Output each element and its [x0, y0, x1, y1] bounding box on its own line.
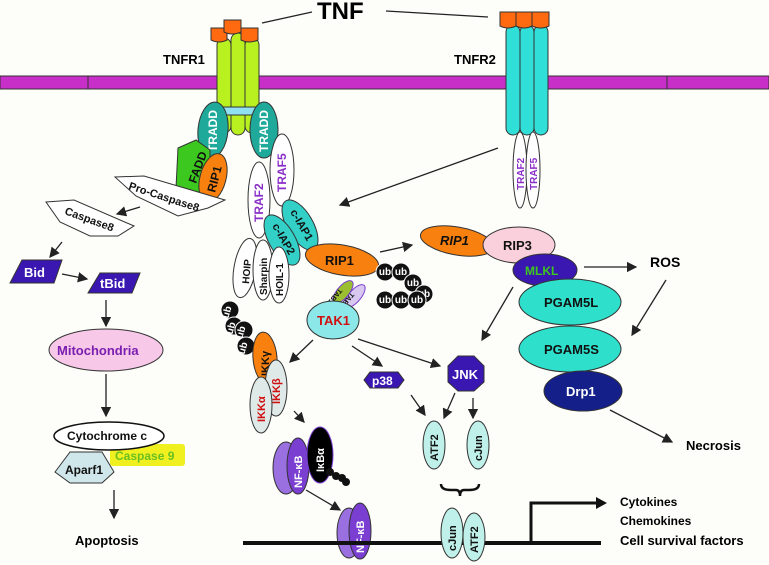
svg-text:ATF2: ATF2 [429, 434, 441, 461]
dimer-brace [439, 483, 481, 497]
svg-text:RIP1: RIP1 [440, 233, 469, 248]
svg-text:Mitochondria: Mitochondria [57, 343, 139, 358]
ubiquitin-label: ub [235, 325, 249, 340]
cjun: cJun [466, 420, 490, 470]
ubiquitin-label: ub [407, 278, 419, 289]
cytochrome-c: Cytochrome c [53, 421, 165, 451]
mitochondria: Mitochondria [48, 328, 164, 372]
jnk: JNK [447, 355, 485, 392]
ubiquitin [391, 262, 411, 282]
svg-text:Drp1: Drp1 [566, 384, 596, 399]
hoil1: HOIL-1 [268, 246, 290, 304]
svg-text:RIP3: RIP3 [503, 238, 532, 253]
svg-text:Caspase 9: Caspase 9 [115, 449, 175, 463]
svg-text:JNK: JNK [452, 367, 479, 382]
pgam5l: PGAM5L [518, 278, 622, 326]
arrows [49, 147, 674, 520]
svg-text:RIP1: RIP1 [204, 164, 225, 194]
ubiquitin-label: ub [379, 267, 391, 278]
svg-text:cJun: cJun [473, 435, 485, 461]
bid: Bid [9, 259, 63, 284]
svg-text:TRADD: TRADD [257, 110, 271, 152]
nfkb-ikba-complex: NF-κB IκBα [272, 426, 350, 495]
aparf1: Aparf1 [54, 451, 115, 484]
ubiquitin-label: ub [221, 305, 235, 320]
gene-output-cytokines: Cytokines [620, 495, 678, 509]
svg-text:TRAF5: TRAF5 [275, 153, 289, 192]
tnf-line-right [385, 10, 489, 18]
tradd-left: TRADD [197, 101, 229, 159]
traf2-tnfr2: TRAF2 [512, 131, 528, 209]
svg-text:IKKα: IKKα [256, 396, 268, 422]
svg-text:TRAF2: TRAF2 [516, 157, 527, 190]
tnfr1-receptor [210, 19, 260, 136]
traf5-tnfr2: TRAF5 [525, 131, 541, 209]
gene-output-chemokines: Chemokines [620, 514, 692, 528]
atf2: ATF2 [422, 420, 446, 470]
cjun-atf2-dna: cJun ATF2 [440, 507, 486, 562]
svg-text:RIP1: RIP1 [325, 253, 354, 268]
tnfr1-label: TNFR1 [163, 52, 205, 67]
traf2: TRAF2 [247, 161, 271, 239]
nfkb-nuclear: NF-κB [336, 502, 372, 560]
tnfr2-receptor [499, 11, 550, 136]
svg-text:Aparf1: Aparf1 [65, 463, 103, 477]
ubiquitin-label: ub [395, 295, 407, 306]
ros-label: ROS [650, 254, 680, 270]
svg-text:HOIP: HOIP [241, 259, 254, 285]
necrosis-label: Necrosis [686, 438, 741, 453]
tbid: tBid [87, 272, 141, 294]
ikka: IKKα [249, 376, 273, 434]
svg-text:NF-κB: NF-κB [355, 521, 367, 553]
hoip: HOIP [232, 237, 258, 299]
svg-text:tBid: tBid [100, 276, 125, 291]
svg-text:TRAF5: TRAF5 [529, 157, 540, 190]
svg-text:PGAM5S: PGAM5S [544, 342, 599, 357]
drp1: Drp1 [543, 370, 623, 412]
svg-text:ATF2: ATF2 [469, 526, 481, 553]
svg-text:TRAF2: TRAF2 [252, 183, 266, 222]
svg-text:IKKβ: IKKβ [271, 378, 283, 404]
ubiquitin [407, 290, 427, 310]
caspase8: Caspase8 [45, 199, 136, 237]
traf5: TRAF5 [269, 133, 295, 207]
tnfr2-label: TNFR2 [454, 52, 496, 67]
ubiquitin-label: ub [395, 267, 407, 278]
svg-text:NF-κB: NF-κB [293, 456, 305, 488]
ubiquitin-label: ub [237, 341, 251, 356]
rip1-complex2: RIP1 [198, 153, 228, 203]
tak1: TAK1 [306, 300, 360, 340]
svg-text:MLKL: MLKL [525, 264, 558, 278]
ubiquitin-label: ub [411, 295, 423, 306]
rip1-necrosome: RIP1 [419, 225, 495, 257]
svg-text:PGAM5L: PGAM5L [544, 295, 598, 310]
ubiquitin-label: ub [379, 295, 391, 306]
svg-text:TAK1: TAK1 [317, 313, 350, 328]
tnf-line-left [261, 11, 313, 24]
svg-text:Cytochrome c: Cytochrome c [67, 429, 147, 443]
tnf-label: TNF [317, 0, 364, 25]
svg-text:HOIL-1: HOIL-1 [275, 263, 286, 296]
apoptosis-label: Apoptosis [75, 533, 139, 548]
pgam5s: PGAM5S [518, 325, 622, 373]
transcription-start-arrow [529, 501, 598, 543]
p38: p38 [363, 371, 405, 389]
mlkl: MLKL [512, 253, 578, 287]
svg-text:IκBα: IκBα [315, 448, 327, 472]
cell-membrane [0, 75, 769, 90]
gene-output-survival: Cell survival factors [620, 533, 744, 548]
svg-text:TRADD: TRADD [206, 110, 220, 152]
tradd-right: TRADD [249, 101, 279, 159]
svg-text:cJun: cJun [447, 525, 459, 551]
svg-text:Sharpin: Sharpin [259, 258, 270, 295]
svg-text:Bid: Bid [24, 265, 45, 280]
svg-text:p38: p38 [372, 374, 393, 388]
